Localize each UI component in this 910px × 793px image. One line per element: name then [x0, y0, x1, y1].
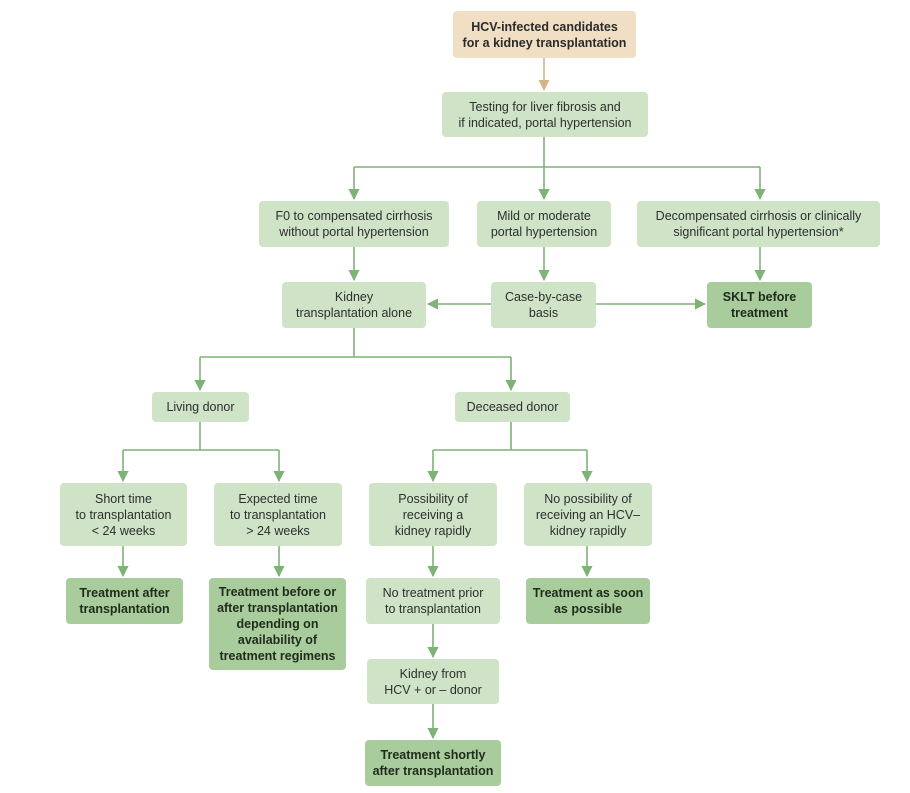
node-living-donor: Living donor — [152, 392, 249, 422]
node-treatment-shortly-after: Treatment shortly after transplantation — [365, 740, 501, 786]
node-no-treatment-prior: No treatment prior to transplantation — [366, 578, 500, 624]
node-mild-moderate-ph: Mild or moderate portal hypertension — [477, 201, 611, 247]
node-decompensated-cirrhosis: Decompensated cirrhosis or clinically si… — [637, 201, 880, 247]
node-treatment-after-transplantation: Treatment after transplantation — [66, 578, 183, 624]
node-deceased-donor: Deceased donor — [455, 392, 570, 422]
node-sklt-before-treatment: SKLT before treatment — [707, 282, 812, 328]
node-short-time: Short time to transplantation < 24 weeks — [60, 483, 187, 546]
node-kidney-from-donor: Kidney from HCV + or – donor — [367, 659, 499, 704]
node-f0-compensated-cirrhosis: F0 to compensated cirrhosis without port… — [259, 201, 449, 247]
node-possibility-kidney-rapidly: Possibility of receiving a kidney rapidl… — [369, 483, 497, 546]
node-testing-liver-fibrosis: Testing for liver fibrosis and if indica… — [442, 92, 648, 137]
node-case-by-case: Case-by-case basis — [491, 282, 596, 328]
node-kidney-transplantation-alone: Kidney transplantation alone — [282, 282, 426, 328]
node-expected-time: Expected time to transplantation > 24 we… — [214, 483, 342, 546]
node-hcv-candidates: HCV-infected candidates for a kidney tra… — [453, 11, 636, 58]
node-treatment-before-or-after: Treatment before or after transplantatio… — [209, 578, 346, 670]
node-no-possibility-kidney-rapidly: No possibility of receiving an HCV– kidn… — [524, 483, 652, 546]
node-treatment-as-soon-as-possible: Treatment as soon as possible — [526, 578, 650, 624]
